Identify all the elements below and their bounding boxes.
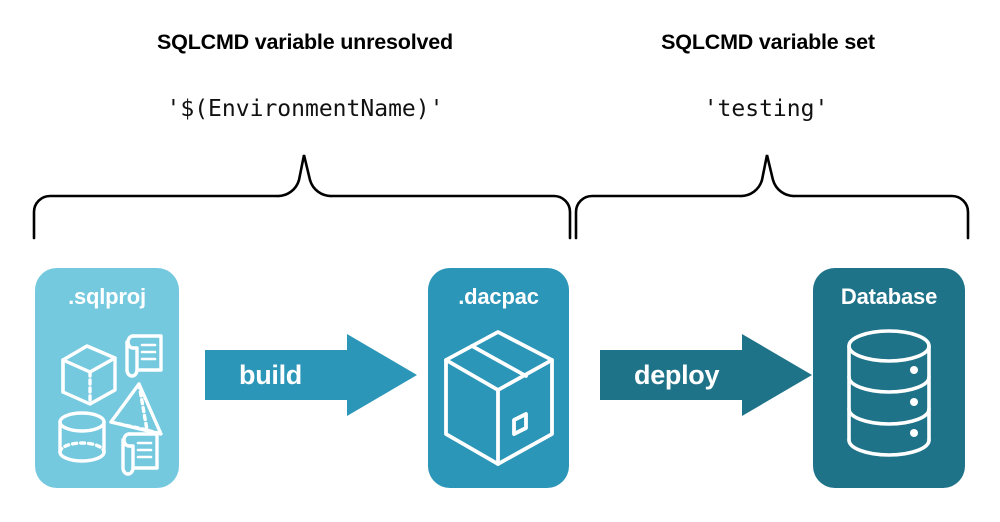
stage-box-dacpac: .dacpac (428, 268, 569, 488)
project-shapes-icon (58, 334, 163, 476)
package-box-icon (444, 330, 554, 466)
stage-label-database: Database (840, 284, 938, 309)
arrow-deploy: deploy (600, 334, 812, 416)
section-heading-unresolved: SQLCMD variable unresolved (157, 30, 453, 54)
stage-label-dacpac: .dacpac (458, 284, 539, 309)
stage-label-sqlproj: .sqlproj (68, 284, 146, 309)
database-cylinder-icon (847, 329, 931, 457)
arrow-build: build (205, 334, 417, 416)
arrow-deploy-shape (600, 334, 812, 416)
arrow-build-shape (205, 334, 417, 416)
code-box-environment-name: '$(EnvironmentName)' (131, 83, 479, 135)
brace-right-icon (574, 154, 970, 240)
brace-left-icon (32, 154, 572, 240)
code-box-testing: 'testing' (665, 83, 867, 135)
arrow-deploy-label: deploy (634, 359, 720, 390)
arrow-build-label: build (239, 359, 302, 390)
stage-box-database: Database (813, 268, 965, 488)
section-heading-set: SQLCMD variable set (661, 30, 875, 54)
stage-box-sqlproj: .sqlproj (35, 268, 179, 488)
